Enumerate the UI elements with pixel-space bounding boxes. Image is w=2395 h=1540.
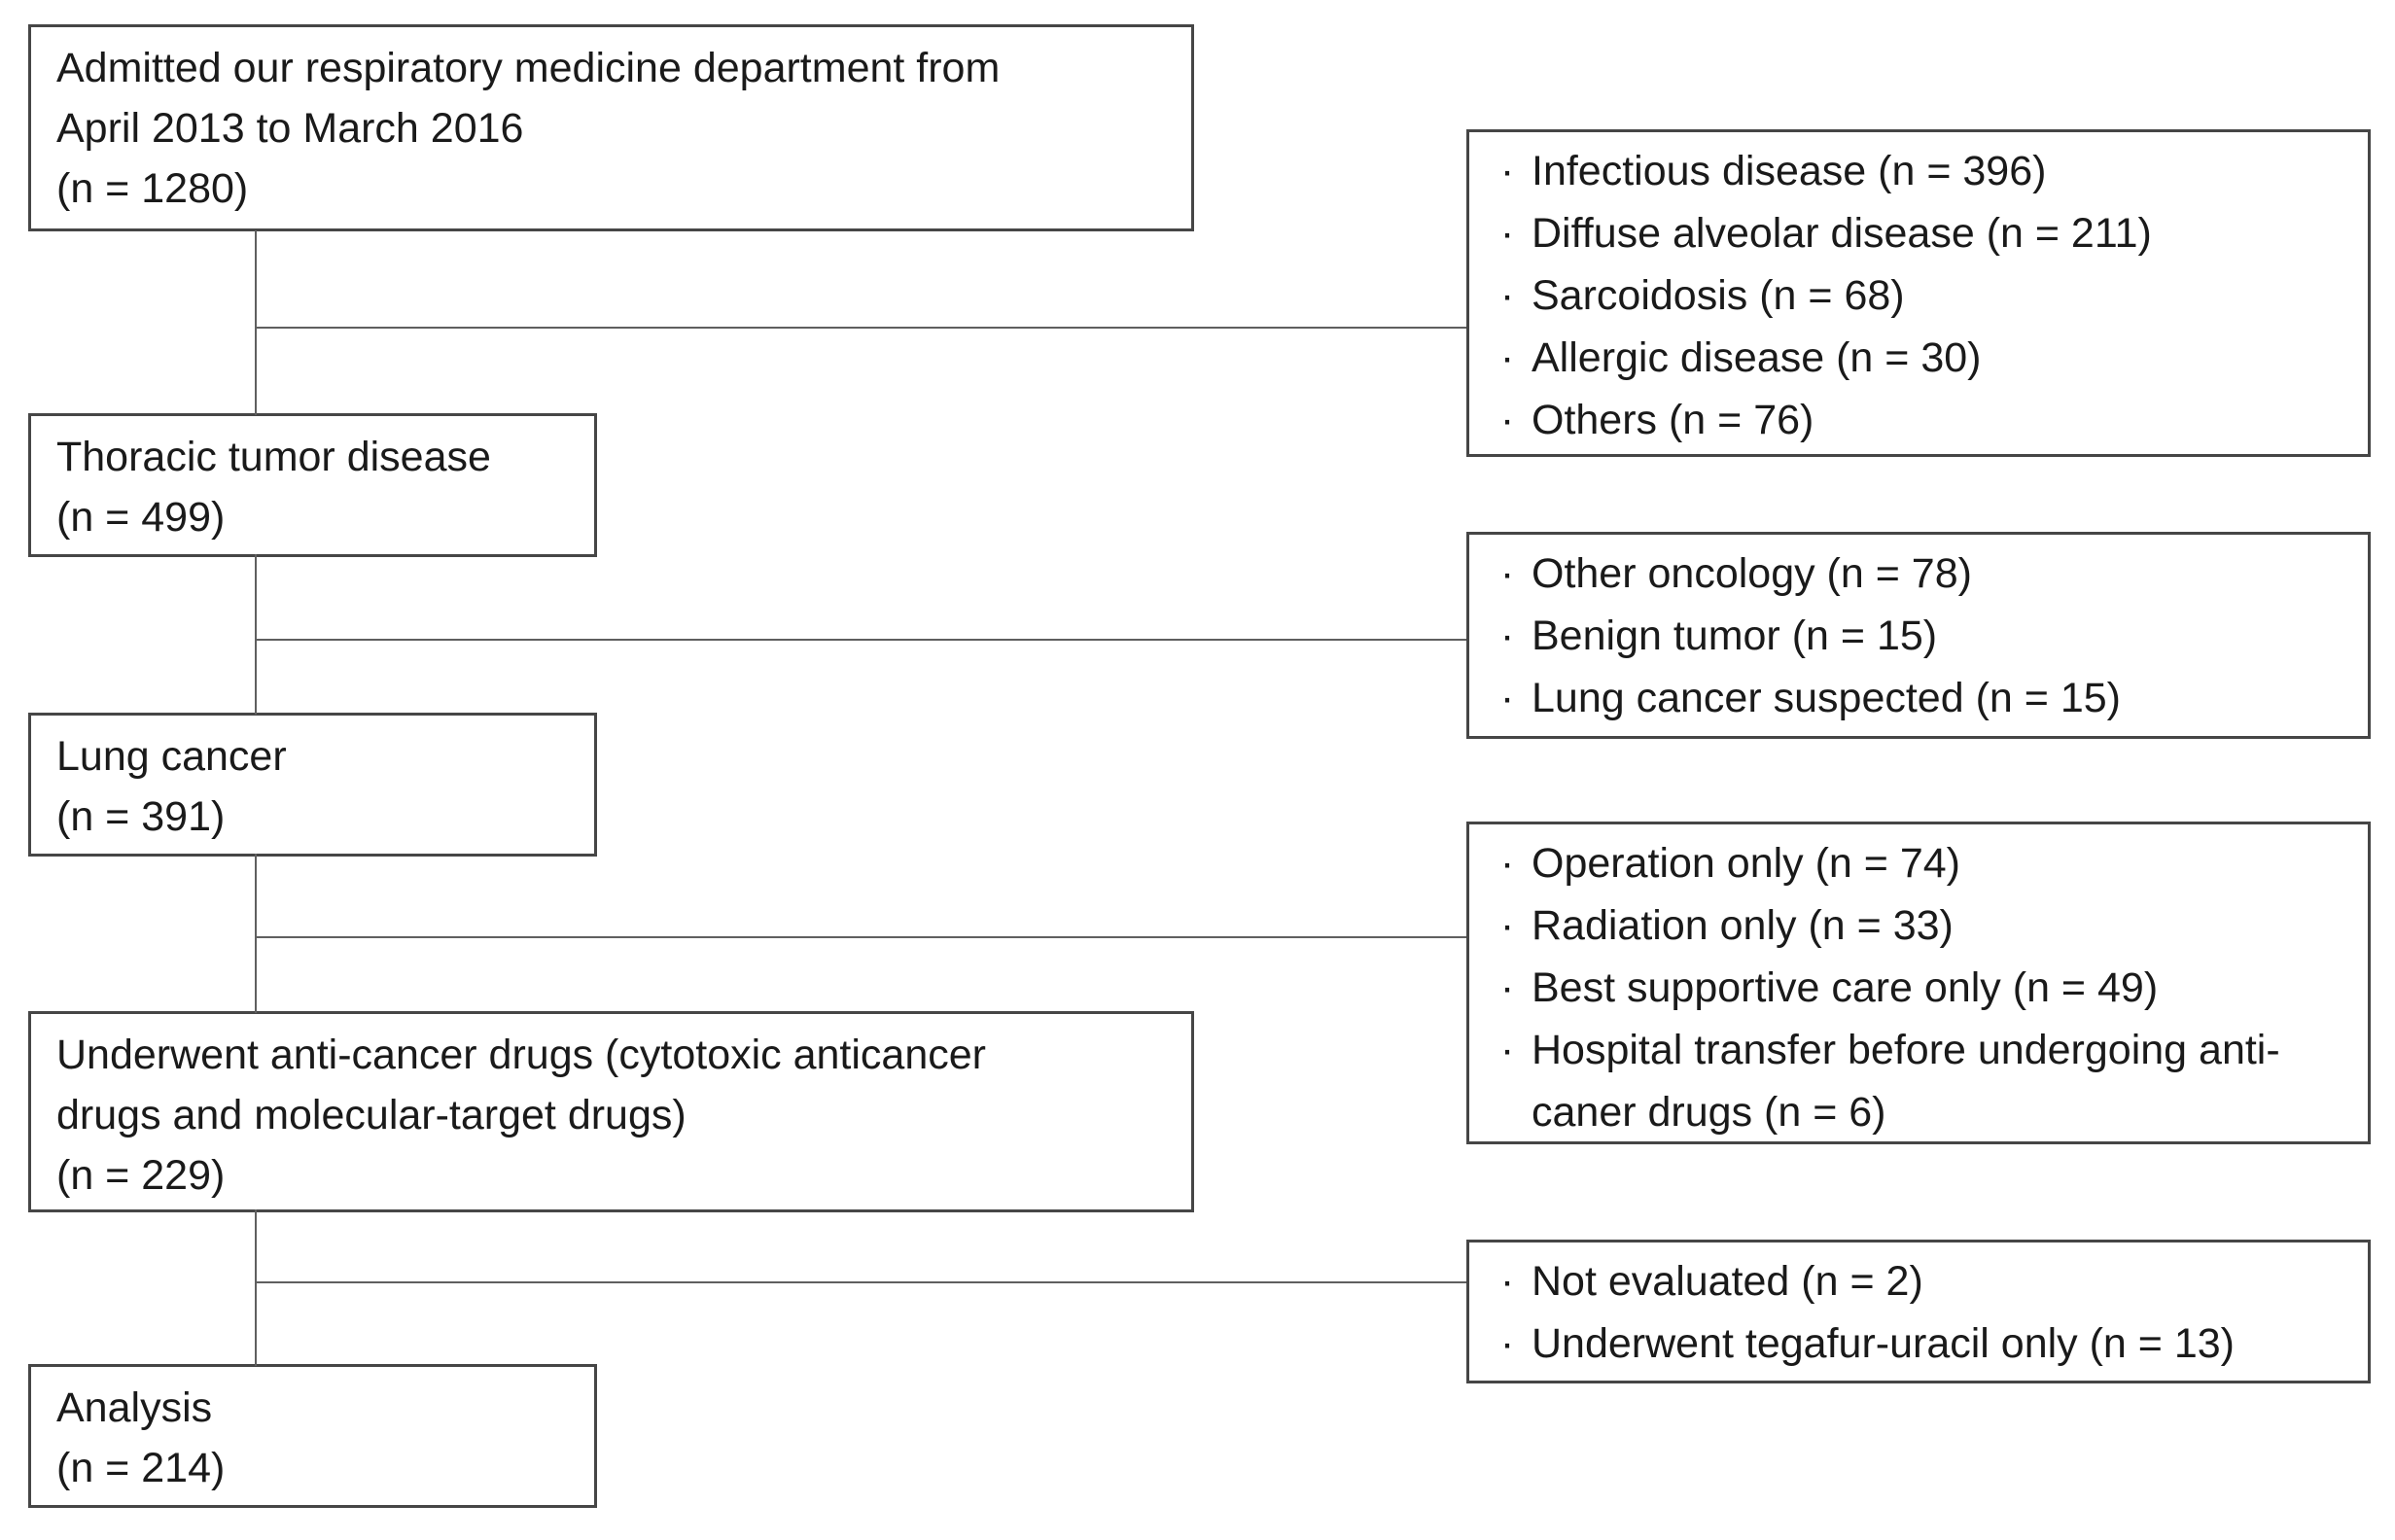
connector-trunk-thoracic-to-lung-cancer — [255, 554, 257, 715]
flow-box-text-line: April 2013 to March 2016 — [56, 105, 524, 152]
exclusion-item: · Benign tumor (n = 15) — [1483, 605, 2356, 667]
bullet-icon: · — [1499, 210, 1515, 257]
bullet-icon: · — [1499, 1027, 1515, 1073]
flow-box-count: (n = 391) — [56, 793, 226, 840]
exclusion-item-text: Not evaluated (n = 2) — [1532, 1258, 1923, 1305]
connector-trunk-lung-cancer-to-anticancer — [255, 854, 257, 1013]
flow-box-underwent-anti-cancer-drugs: Underwent anti-cancer drugs (cytotoxic a… — [28, 1011, 1194, 1212]
connector-trunk-anticancer-to-analysis — [255, 1209, 257, 1366]
exclusion-item: · Other oncology (n = 78) — [1483, 542, 2356, 605]
exclusion-item-text: Benign tumor (n = 15) — [1532, 612, 1938, 659]
bullet-icon: · — [1499, 550, 1515, 597]
exclusion-item: · Best supportive care only (n = 49) — [1483, 957, 2356, 1019]
connector-branch-non-lung-cancer-tumors — [255, 639, 1466, 641]
bullet-icon: · — [1499, 675, 1515, 721]
exclusion-box-excluded-from-analysis: · Not evaluated (n = 2) · Underwent tega… — [1466, 1240, 2371, 1383]
bullet-icon: · — [1499, 272, 1515, 319]
bullet-icon: · — [1499, 964, 1515, 1011]
flow-box-analysis: Analysis (n = 214) — [28, 1364, 597, 1508]
bullet-icon: · — [1499, 397, 1515, 443]
bullet-icon: · — [1499, 1258, 1515, 1305]
exclusion-item: · Underwent tegafur-uracil only (n = 13) — [1483, 1312, 2356, 1375]
connector-trunk-admitted-to-thoracic — [255, 230, 257, 415]
exclusion-item-text: Diffuse alveolar disease (n = 211) — [1532, 210, 2152, 257]
flow-box-count: (n = 1280) — [56, 165, 249, 212]
flow-box-count: (n = 499) — [56, 494, 226, 541]
flow-box-text-line: Underwent anti-cancer drugs (cytotoxic a… — [56, 1032, 986, 1078]
bullet-icon: · — [1499, 1320, 1515, 1367]
exclusion-item: · Radiation only (n = 33) — [1483, 894, 2356, 957]
exclusion-item-text: Radiation only (n = 33) — [1532, 902, 1954, 949]
exclusion-box-non-lung-cancer-tumors: · Other oncology (n = 78) · Benign tumor… — [1466, 532, 2371, 739]
bullet-icon: · — [1499, 840, 1515, 887]
exclusion-item-text: Sarcoidosis (n = 68) — [1532, 272, 1905, 319]
exclusion-item: · Operation only (n = 74) — [1483, 832, 2356, 894]
exclusion-item-text: Hospital transfer before undergoing anti… — [1532, 1027, 2280, 1136]
exclusion-item-text: Underwent tegafur-uracil only (n = 13) — [1532, 1320, 2236, 1367]
flow-box-text-line: Analysis — [56, 1384, 213, 1431]
exclusion-item-text: Best supportive care only (n = 49) — [1532, 964, 2159, 1011]
flow-box-lung-cancer: Lung cancer (n = 391) — [28, 713, 597, 857]
exclusion-item-text: Lung cancer suspected (n = 15) — [1532, 675, 2121, 721]
connector-branch-no-anti-cancer-drug-treatment — [255, 936, 1466, 938]
bullet-icon: · — [1499, 148, 1515, 194]
exclusion-item: · Allergic disease (n = 30) — [1483, 327, 2356, 389]
flow-box-count: (n = 229) — [56, 1152, 226, 1199]
flow-box-admitted: Admitted our respiratory medicine depart… — [28, 24, 1194, 231]
flow-box-text-line: Lung cancer — [56, 733, 287, 780]
exclusion-item: · Diffuse alveolar disease (n = 211) — [1483, 202, 2356, 264]
exclusion-item-text: Other oncology (n = 78) — [1532, 550, 1972, 597]
connector-branch-non-tumor-diseases — [255, 327, 1466, 329]
flow-box-text-line: Admitted our respiratory medicine depart… — [56, 45, 1001, 91]
exclusion-item-text: Operation only (n = 74) — [1532, 840, 1961, 887]
exclusion-item-text: Others (n = 76) — [1532, 397, 1814, 443]
exclusion-item: · Not evaluated (n = 2) — [1483, 1250, 2356, 1312]
bullet-icon: · — [1499, 334, 1515, 381]
flow-box-count: (n = 214) — [56, 1445, 226, 1491]
exclusion-item-text: Allergic disease (n = 30) — [1532, 334, 1982, 381]
flow-box-text-line: drugs and molecular-target drugs) — [56, 1092, 687, 1138]
exclusion-box-non-tumor-diseases: · Infectious disease (n = 396) · Diffuse… — [1466, 129, 2371, 457]
exclusion-item: · Infectious disease (n = 396) — [1483, 140, 2356, 202]
exclusion-item: · Sarcoidosis (n = 68) — [1483, 264, 2356, 327]
bullet-icon: · — [1499, 612, 1515, 659]
flow-box-text-line: Thoracic tumor disease — [56, 434, 491, 480]
exclusion-item-text: Infectious disease (n = 396) — [1532, 148, 2047, 194]
exclusion-box-no-anti-cancer-drug-treatment: · Operation only (n = 74) · Radiation on… — [1466, 822, 2371, 1144]
exclusion-item: · Lung cancer suspected (n = 15) — [1483, 667, 2356, 729]
bullet-icon: · — [1499, 902, 1515, 949]
connector-branch-excluded-from-analysis — [255, 1281, 1466, 1283]
exclusion-item: · Others (n = 76) — [1483, 389, 2356, 451]
exclusion-item: · Hospital transfer before undergoing an… — [1483, 1019, 2356, 1143]
flow-box-thoracic-tumor-disease: Thoracic tumor disease (n = 499) — [28, 413, 597, 557]
